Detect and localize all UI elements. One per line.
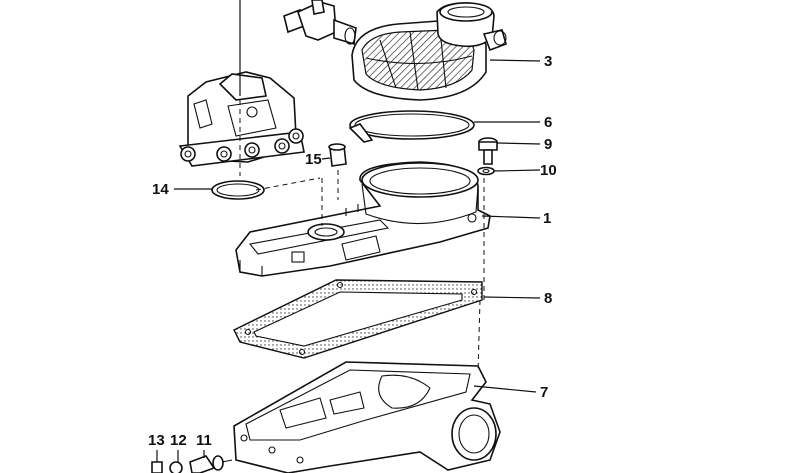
callout-label-14: 14 [152,181,169,198]
callout-label-10: 10 [540,162,557,179]
leader-line-15 [321,157,331,160]
main-housing [235,161,491,277]
leader-line-1 [481,215,541,219]
callout-label-1: 1 [543,210,552,227]
leader-line-9 [496,142,541,145]
plug-15 [328,143,347,167]
callout-label-7: 7 [540,384,549,401]
throttle-housing [351,2,507,101]
callout-label-13: 13 [148,432,165,449]
o-ring-14 [211,180,265,200]
callout-label-3: 3 [544,53,553,70]
seal-12 [169,461,183,473]
callout-label-15: 15 [305,151,322,168]
alignment-line-right [477,178,485,373]
callout-label-8: 8 [544,290,553,307]
gasket-8 [233,279,483,359]
leader-line-7 [473,385,537,393]
distributor-block [178,71,305,167]
leader-line-3 [489,59,541,62]
clamp-band [348,110,475,143]
callout-label-11: 11 [196,432,212,449]
fitting-11 [189,455,233,473]
callout-label-9: 9 [544,136,553,153]
callout-label-12: 12 [170,432,187,449]
leader-line-10 [493,169,541,172]
alignment-line-diag [255,177,321,191]
washer-10 [477,166,495,176]
callout-label-6: 6 [544,114,553,131]
screw-13 [151,461,163,473]
leader-line-8 [483,296,541,299]
hose-fitting [283,0,357,46]
bolt-9 [478,137,498,165]
lower-base [233,361,501,473]
